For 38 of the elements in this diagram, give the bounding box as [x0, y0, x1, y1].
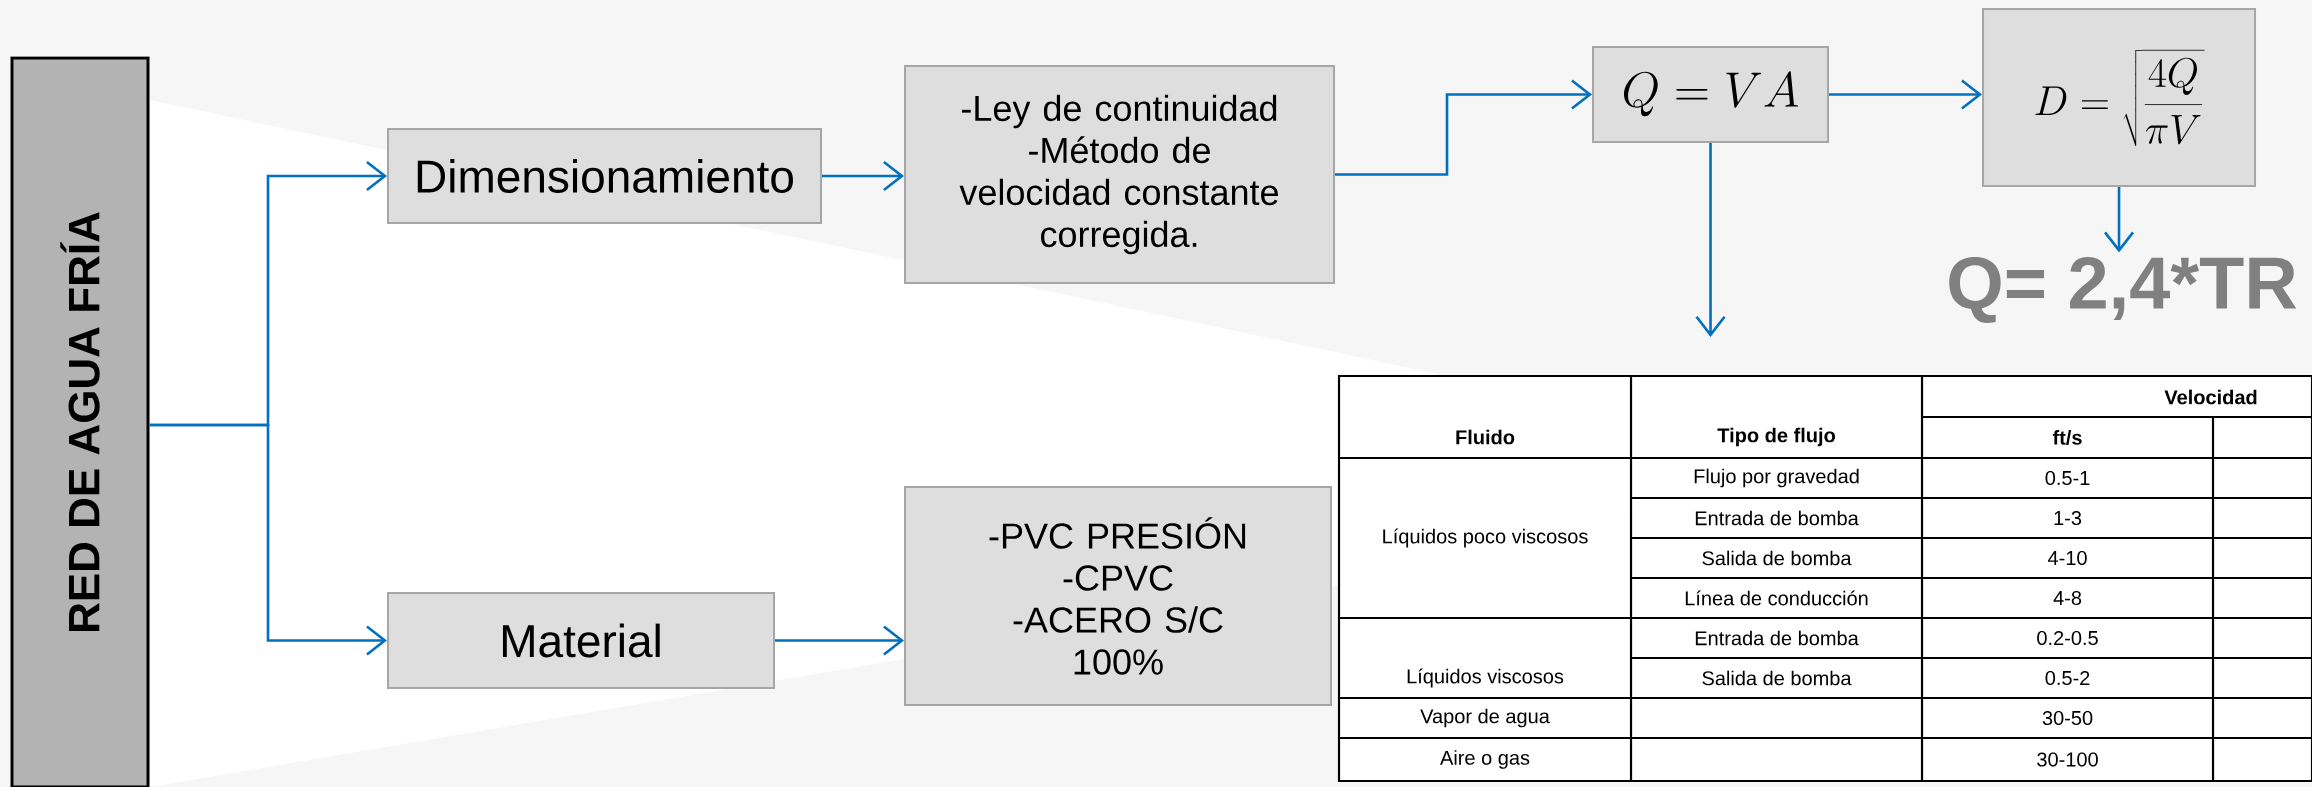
arrow	[1695, 143, 1726, 337]
table-header: ft/s	[2052, 430, 2082, 445]
data-table	[1337, 374, 2312, 783]
table-text: Aire o gas	[1440, 750, 1530, 769]
arrow	[775, 625, 904, 656]
formula-text: Q= 2,4*TR	[1949, 256, 2297, 324]
process-box: Dimensionamiento	[387, 128, 822, 224]
arrow	[1829, 79, 1983, 110]
table-text: Salida de bomba	[1702, 670, 1852, 686]
table-text: 0.5-2	[2045, 670, 2090, 686]
table-text: 0.5-1	[2045, 470, 2090, 486]
table-text: Líquidos viscosos	[1407, 668, 1564, 688]
table-text: 0.2-0.5	[2037, 630, 2098, 646]
table-header: Tipo de flujo	[1717, 427, 1835, 447]
table-text: 30-50	[2042, 710, 2093, 726]
table-text: Flujo por gravedad	[1694, 468, 1859, 488]
process-box: -PVC PRESIÓN -CPVC -ACERO S/C 100%	[904, 486, 1332, 706]
arrow	[822, 160, 904, 192]
arrow	[1335, 79, 1592, 176]
arrow	[149, 423, 387, 656]
table-text: Líquidos poco viscosos	[1383, 528, 1588, 548]
process-box: Material	[387, 592, 775, 689]
title-bar: RED DE AGUA FRÍA	[10, 56, 150, 787]
table-text: Entrada de bomba	[1695, 510, 1859, 526]
table-text: Entrada de bomba	[1695, 630, 1859, 646]
table-text: 4-10	[2048, 550, 2087, 566]
formula-box: $Q = VA$	[1592, 46, 1830, 143]
formula-box: $D = \sqrt{\frac{4Q}{\pi V}}$	[1982, 8, 2257, 187]
table-text: Vapor de agua	[1420, 708, 1550, 728]
table-header: Velocidad	[2164, 389, 2257, 405]
table-text: 30-100	[2037, 752, 2098, 767]
process-box: -Ley de continuidad -Método de velocidad constante corregida.	[904, 65, 1335, 284]
table-text: Salida de bomba	[1702, 550, 1852, 566]
table-text: 4-8	[2053, 590, 2082, 606]
table-header: Fluido	[1456, 429, 1515, 445]
table-text: 1-3	[2054, 510, 2082, 526]
arrow	[2104, 187, 2135, 253]
table-text: Línea de conducción	[1685, 590, 1868, 606]
